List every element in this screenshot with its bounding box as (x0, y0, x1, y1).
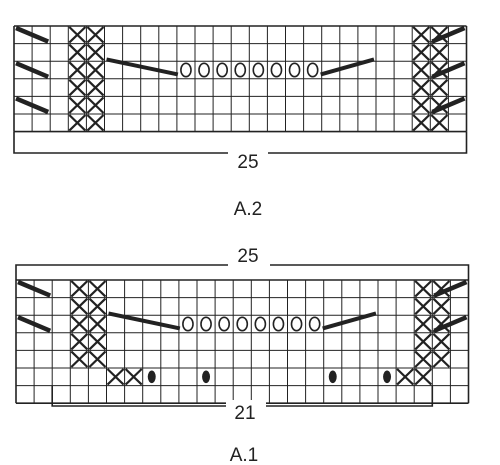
cross-stitch-symbol (124, 368, 143, 386)
cross-stitch-symbol (68, 43, 87, 61)
decrease-slash-symbol (322, 311, 377, 331)
cross-stitch-symbol (88, 280, 107, 298)
decrease-slash-symbol (15, 96, 50, 115)
cross-stitch-symbol (414, 333, 433, 351)
yarn-over-symbol (216, 62, 229, 78)
yarn-over-symbol (308, 316, 321, 332)
bobble-symbol (328, 370, 337, 384)
cross-stitch-symbol (86, 61, 105, 79)
decrease-slash-symbol (17, 279, 52, 298)
cross-stitch-symbol (70, 350, 89, 368)
bobble-symbol (383, 370, 392, 384)
cross-stitch-symbol (88, 350, 107, 368)
cross-stitch-symbol (414, 297, 433, 315)
yarn-over-symbol (270, 62, 283, 78)
cross-stitch-symbol (88, 333, 107, 351)
cross-stitch-symbol (86, 26, 105, 44)
a1-top-bracket-gap (228, 259, 270, 271)
yarn-over-symbol (182, 316, 194, 332)
cross-stitch-symbol (68, 79, 87, 97)
cross-stitch-symbol (412, 43, 431, 61)
chart-a2 (13, 25, 468, 161)
cross-stitch-symbol (412, 114, 431, 132)
cross-stitch-symbol (88, 315, 107, 333)
decrease-slash-symbol (431, 96, 466, 115)
yarn-over-symbol (288, 62, 301, 78)
a1-title: A.1 (230, 445, 259, 465)
a1-bottom-bracket-gap (226, 400, 266, 412)
cross-stitch-symbol (70, 315, 89, 333)
cross-stitch-symbol (86, 96, 105, 114)
decrease-slash-symbol (106, 57, 179, 77)
yarn-over-symbol (306, 62, 319, 78)
cross-stitch-symbol (86, 43, 105, 61)
bobble-symbol (202, 370, 211, 384)
bobble-symbol (147, 370, 156, 384)
a1-width-label-top: 25 (237, 246, 258, 267)
cross-stitch-symbol (414, 315, 433, 333)
cross-stitch-symbol (430, 114, 449, 132)
cross-stitch-symbol (68, 26, 87, 44)
cross-stitch-symbol (86, 79, 105, 97)
decrease-slash-symbol (320, 57, 375, 77)
yarn-over-symbol (290, 316, 303, 332)
cross-stitch-symbol (68, 96, 87, 114)
yarn-over-symbol (272, 316, 285, 332)
a1-width-label-bottom: 21 (234, 403, 255, 424)
yarn-over-symbol (254, 316, 267, 332)
cross-stitch-symbol (68, 61, 87, 79)
cross-stitch-symbol (412, 61, 431, 79)
yarn-over-symbol (252, 62, 265, 78)
decrease-slash-symbol (431, 61, 466, 79)
decrease-slash-symbol (17, 315, 52, 333)
cross-stitch-symbol (86, 114, 105, 132)
cross-stitch-symbol (68, 114, 87, 132)
cross-stitch-symbol (432, 297, 451, 315)
cross-stitch-symbol (414, 350, 433, 368)
chart-a1 (15, 259, 470, 412)
cross-stitch-symbol (88, 297, 107, 315)
cross-stitch-symbol (412, 79, 431, 97)
a2-width-label: 25 (237, 152, 258, 173)
yarn-over-symbol (200, 316, 212, 332)
a2-bracket-gap (228, 147, 268, 161)
yarn-over-symbol (236, 316, 249, 332)
cross-stitch-symbol (432, 350, 451, 368)
decrease-slash-symbol (433, 315, 468, 333)
decrease-slash-symbol (433, 279, 468, 298)
decrease-slash-symbol (15, 61, 50, 79)
cross-stitch-symbol (414, 280, 433, 298)
cross-stitch-symbol (430, 79, 449, 97)
cross-stitch-symbol (396, 368, 414, 386)
cross-stitch-symbol (412, 96, 431, 114)
yarn-over-symbol (218, 316, 231, 332)
yarn-over-symbol (198, 62, 210, 78)
cross-stitch-symbol (430, 43, 449, 61)
decrease-slash-symbol (108, 311, 181, 331)
cross-stitch-symbol (70, 333, 89, 351)
decrease-slash-symbol (15, 25, 50, 44)
cross-stitch-symbol (106, 368, 125, 386)
decrease-slash-symbol (431, 25, 466, 44)
a2-title: A.2 (234, 199, 263, 220)
yarn-over-symbol (180, 62, 192, 78)
cross-stitch-symbol (412, 26, 431, 44)
cross-stitch-symbol (70, 280, 89, 298)
yarn-over-symbol (234, 62, 247, 78)
cross-stitch-symbol (432, 333, 451, 351)
cross-stitch-symbol (70, 297, 89, 315)
cross-stitch-symbol (414, 368, 433, 386)
